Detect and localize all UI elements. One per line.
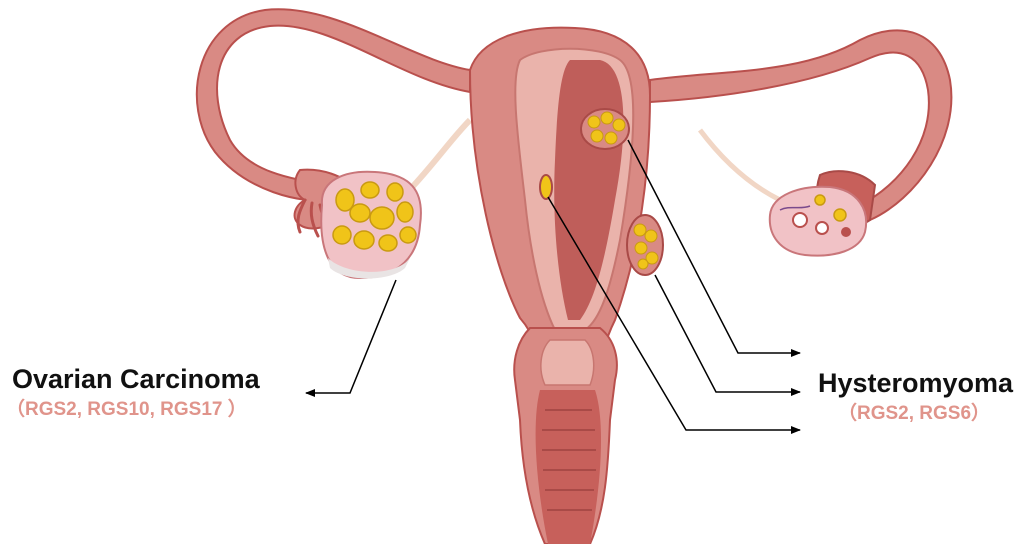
hysteromyoma-genes: （RGS2, RGS6）: [838, 403, 990, 425]
ovarian-pointer-line: [306, 280, 396, 393]
right-ovary: [770, 187, 866, 256]
left-ovary: [321, 172, 421, 279]
ovarian-carcinoma-title: Ovarian Carcinoma: [12, 364, 260, 394]
hysteromyoma-title: Hysteromyoma: [818, 368, 1013, 398]
cervix-vagina: [514, 328, 617, 544]
fibroid-upper: [581, 109, 629, 149]
fibroid-small: [540, 175, 552, 199]
fibroid-right: [627, 215, 663, 275]
ovarian-carcinoma-genes: （RGS2, RGS10, RGS17 ）: [6, 399, 247, 421]
